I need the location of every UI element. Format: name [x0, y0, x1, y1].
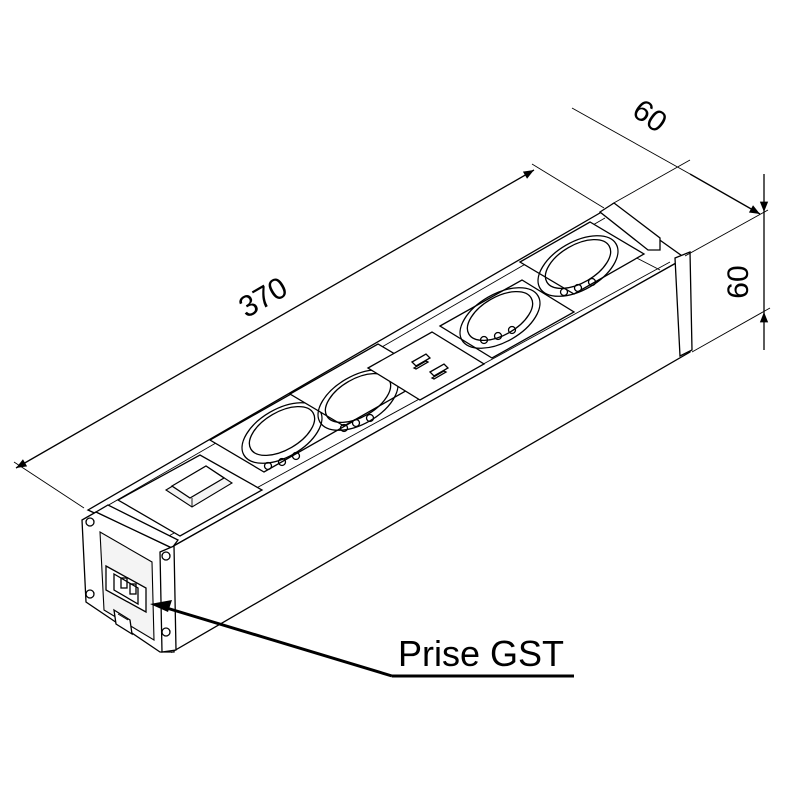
screw-icon [161, 627, 171, 637]
dimension-length-label: 370 [233, 271, 293, 325]
gst-connector [105, 564, 147, 636]
dimension-height: 60 [691, 174, 771, 353]
socket-module [518, 221, 646, 297]
dimension-depth-label: 60 [626, 93, 672, 139]
dimension-height-label: 60 [722, 265, 755, 298]
callout-leader: Prise GST [150, 600, 574, 678]
screw-icon [85, 589, 95, 599]
callout-label: Prise GST [398, 633, 564, 674]
screw-icon [161, 551, 171, 561]
screw-icon [85, 517, 95, 527]
rear-end-cap [598, 202, 661, 251]
front-end-cap [81, 504, 179, 653]
switch-module [116, 454, 264, 537]
